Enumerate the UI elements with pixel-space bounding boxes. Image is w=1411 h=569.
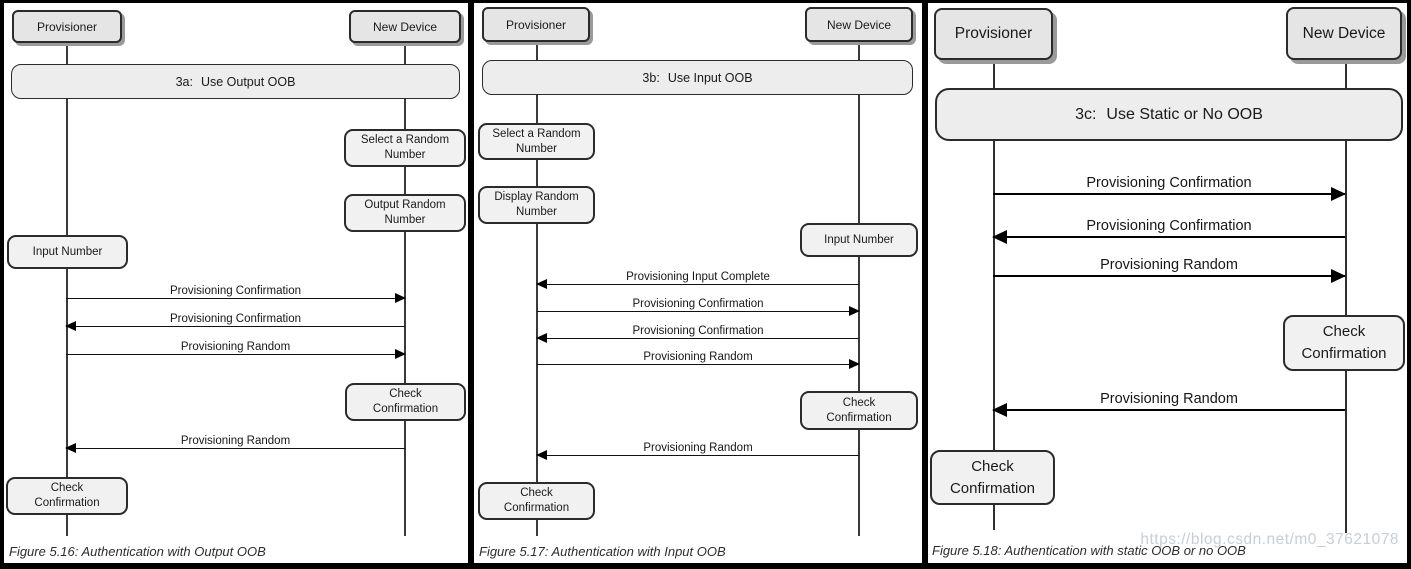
panel-input-oob: Provisioner New Device 3b: Use Input OOB… xyxy=(474,3,922,563)
note-text: Input Number xyxy=(32,245,103,258)
arrowhead-left-icon xyxy=(65,443,76,454)
arrowhead-left-icon xyxy=(65,321,76,332)
message-label: Provisioning Random xyxy=(180,341,291,353)
actor-box-new-device: New Device xyxy=(1286,7,1402,60)
note-input-number: Input Number xyxy=(7,235,128,269)
note-text: Check Confirmation xyxy=(826,396,892,424)
note-output-random-number: Output Random Number xyxy=(344,194,466,232)
step-prefix: 3c: xyxy=(1075,105,1097,123)
arrowhead-left-icon xyxy=(536,333,547,344)
actor-label: Provisioner xyxy=(36,19,98,34)
message-label: Provisioning Confirmation xyxy=(632,325,764,337)
actor-box-new-device: New Device xyxy=(805,7,913,42)
arrowhead-left-icon xyxy=(536,450,547,461)
actor-box-provisioner: Provisioner xyxy=(12,10,122,43)
note-check-confirmation-provisioner: Check Confirmation xyxy=(930,450,1055,505)
step-label: Use Input OOB xyxy=(667,70,753,85)
arrowhead-right-icon xyxy=(395,349,406,360)
arrowhead-right-icon xyxy=(1331,187,1346,201)
note-select-random-number: Select a Random Number xyxy=(478,123,595,160)
lifeline-new-device xyxy=(858,42,860,536)
note-text: Select a Random Number xyxy=(492,127,581,155)
note-check-confirmation-provisioner: Check Confirmation xyxy=(6,477,128,515)
step-label: Use Static or No OOB xyxy=(1106,105,1263,123)
note-input-number: Input Number xyxy=(800,223,918,257)
message-arrow-provisioning-random: Provisioning Random xyxy=(993,257,1346,283)
lifeline-provisioner xyxy=(66,43,68,536)
note-text: Check Confirmation xyxy=(34,482,100,509)
lifeline-new-device xyxy=(1345,60,1347,533)
actor-label: Provisioner xyxy=(505,17,567,32)
message-label: Provisioning Random xyxy=(1100,257,1238,273)
message-label: Provisioning Random xyxy=(643,351,753,363)
note-text: Input Number xyxy=(824,233,894,246)
message-label: Provisioning Confirmation xyxy=(169,313,302,325)
note-text: Check Confirmation xyxy=(949,457,1036,497)
actor-label: New Device xyxy=(372,19,438,34)
figure-caption: Figure 5.18: Authentication with static … xyxy=(932,543,1246,558)
actor-box-new-device: New Device xyxy=(349,10,461,43)
actor-box-provisioner: Provisioner xyxy=(482,7,590,42)
step-band-output-oob: 3a: Use Output OOB xyxy=(11,64,460,99)
note-text: Output Random Number xyxy=(364,199,446,226)
message-label: Provisioning Random xyxy=(180,435,291,447)
note-text: Select a Random Number xyxy=(360,134,450,161)
note-check-confirmation-device: Check Confirmation xyxy=(800,391,918,430)
actor-label: New Device xyxy=(1302,24,1386,42)
message-label: Provisioning Input Complete xyxy=(626,271,770,283)
figure-caption: Figure 5.17: Authentication with Input O… xyxy=(479,544,726,559)
lifeline-new-device xyxy=(404,43,406,536)
csdn-watermark: https://blog.csdn.net/m0_37621078 xyxy=(1140,531,1399,548)
step-band-input-oob: 3b: Use Input OOB xyxy=(482,60,913,95)
panel-static-or-no-oob: Provisioner New Device 3c: Use Static or… xyxy=(928,3,1407,563)
message-arrow-provisioning-random: Provisioning Random xyxy=(992,391,1345,417)
message-arrow-provisioning-confirmation: Provisioning Confirmation xyxy=(66,285,406,304)
note-check-confirmation-device: Check Confirmation xyxy=(1283,315,1405,371)
message-arrow-provisioning-confirmation: Provisioning Confirmation xyxy=(65,313,405,332)
message-arrow-provisioning-confirmation: Provisioning Confirmation xyxy=(536,325,859,344)
message-arrow-provisioning-random: Provisioning Random xyxy=(65,435,405,454)
arrowhead-right-icon xyxy=(395,293,406,304)
message-arrow-provisioning-random: Provisioning Random xyxy=(536,442,859,461)
message-arrow-provisioning-random: Provisioning Random xyxy=(66,341,406,360)
note-text: Check Confirmation xyxy=(372,388,439,415)
arrowhead-left-icon xyxy=(992,230,1007,244)
note-text: Check Confirmation xyxy=(1301,323,1387,362)
note-text: Display Random Number xyxy=(494,191,579,218)
note-select-random-number: Select a Random Number xyxy=(344,129,466,167)
panel-output-oob: Provisioner New Device 3a: Use Output OO… xyxy=(4,3,468,563)
step-band-static-or-no-oob: 3c: Use Static or No OOB xyxy=(935,88,1403,141)
arrowhead-right-icon xyxy=(1331,269,1346,283)
message-arrow-provisioning-confirmation: Provisioning Confirmation xyxy=(993,175,1346,201)
message-label: Provisioning Confirmation xyxy=(632,298,764,310)
message-label: Provisioning Random xyxy=(643,442,753,454)
message-arrow-provisioning-confirmation: Provisioning Confirmation xyxy=(992,218,1345,244)
arrowhead-right-icon xyxy=(849,359,860,370)
step-label: Use Output OOB xyxy=(200,74,296,89)
arrowhead-left-icon xyxy=(992,403,1007,417)
arrowhead-left-icon xyxy=(536,279,547,290)
message-label: Provisioning Random xyxy=(1100,391,1238,407)
figure-caption: Figure 5.16: Authentication with Output … xyxy=(9,544,266,559)
step-prefix: 3b: xyxy=(642,70,660,85)
actor-label: Provisioner xyxy=(954,25,1033,42)
note-display-random-number: Display Random Number xyxy=(478,186,595,224)
actor-label: New Device xyxy=(826,17,892,32)
message-label: Provisioning Confirmation xyxy=(1086,218,1252,234)
message-arrow-provisioning-confirmation: Provisioning Confirmation xyxy=(537,298,860,317)
message-arrow-provisioning-random: Provisioning Random xyxy=(537,351,860,370)
step-prefix: 3a: xyxy=(175,74,193,89)
lifeline-provisioner xyxy=(993,60,995,530)
actor-box-provisioner: Provisioner xyxy=(934,8,1053,60)
note-check-confirmation-device: Check Confirmation xyxy=(345,383,466,421)
message-label: Provisioning Confirmation xyxy=(1086,175,1252,191)
note-text: Check Confirmation xyxy=(503,487,570,514)
message-label: Provisioning Confirmation xyxy=(169,285,302,297)
message-arrow-provisioning-input-complete: Provisioning Input Complete xyxy=(536,271,859,290)
arrowhead-right-icon xyxy=(849,306,860,317)
note-check-confirmation-provisioner: Check Confirmation xyxy=(478,482,595,520)
